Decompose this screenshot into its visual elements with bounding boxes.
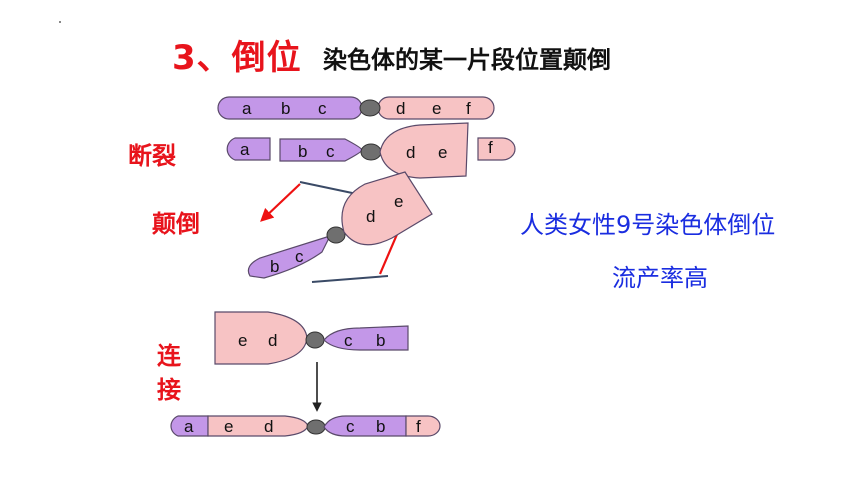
centromere (359, 99, 381, 117)
step-label-invert: 颠倒 (152, 210, 200, 238)
centromere (305, 331, 325, 349)
fragment-de (379, 122, 469, 179)
gene-label: e (224, 417, 233, 436)
fragment-bc-rotated (247, 235, 332, 279)
gene-label: c (295, 247, 304, 266)
gene-label: d (396, 99, 405, 118)
gene-label: d (268, 331, 277, 350)
gene-label: d (406, 143, 415, 162)
chromosome-inverted: a e d c b f (170, 415, 441, 437)
gene-label: f (466, 99, 471, 118)
centromere (306, 419, 326, 435)
gene-label: d (366, 207, 375, 226)
gene-label: c (326, 142, 335, 161)
gene-label: b (376, 331, 385, 350)
step-label-join-1: 连 (157, 342, 181, 370)
gene-label: e (438, 143, 447, 162)
segment-ed (214, 311, 308, 365)
gene-label: a (184, 417, 194, 436)
rotate-arrow-left (260, 183, 301, 222)
gene-label: c (346, 417, 355, 436)
centromere (326, 226, 346, 244)
gene-label: f (488, 138, 493, 157)
note-line-1: 人类女性9号染色体倒位 (520, 211, 776, 239)
gene-label: e (432, 99, 441, 118)
segment-cb (323, 325, 409, 351)
gene-label: c (318, 99, 327, 118)
gene-label: e (394, 192, 403, 211)
segment-cb-final (323, 415, 407, 437)
gene-label: b (376, 417, 385, 436)
gene-label: a (240, 140, 250, 159)
fragment-de-rotated (341, 171, 433, 246)
chromosome-rejoining: e d c b (214, 311, 409, 365)
gene-label: a (242, 99, 252, 118)
decorative-dot (59, 21, 61, 23)
segment-ed-final (207, 415, 309, 437)
step-label-join-2: 接 (157, 376, 181, 404)
gene-label: c (344, 331, 353, 350)
gene-label: e (238, 331, 247, 350)
slide-title-number: 3、倒位 (172, 38, 302, 78)
gene-label: b (298, 142, 307, 161)
chromosome-original: a b c d e f (217, 96, 495, 120)
note-line-2: 流产率高 (612, 264, 708, 292)
fragment-rotating: b c d e (247, 171, 433, 283)
guide-line-bottom (311, 275, 389, 283)
gene-label: d (264, 417, 273, 436)
fragment-a (226, 137, 271, 161)
fragment-bc (279, 138, 363, 162)
gene-label: f (416, 417, 421, 436)
gene-label: b (281, 99, 290, 118)
centromere (360, 143, 382, 161)
segment-a (170, 415, 209, 437)
fragment-f (477, 137, 516, 161)
chromosome-broken: a b c d e f (226, 122, 516, 179)
slide-title-description: 染色体的某一片段位置颠倒 (323, 46, 611, 74)
step-label-break: 断裂 (128, 142, 176, 170)
gene-label: b (270, 257, 279, 276)
segment-f (405, 415, 441, 437)
